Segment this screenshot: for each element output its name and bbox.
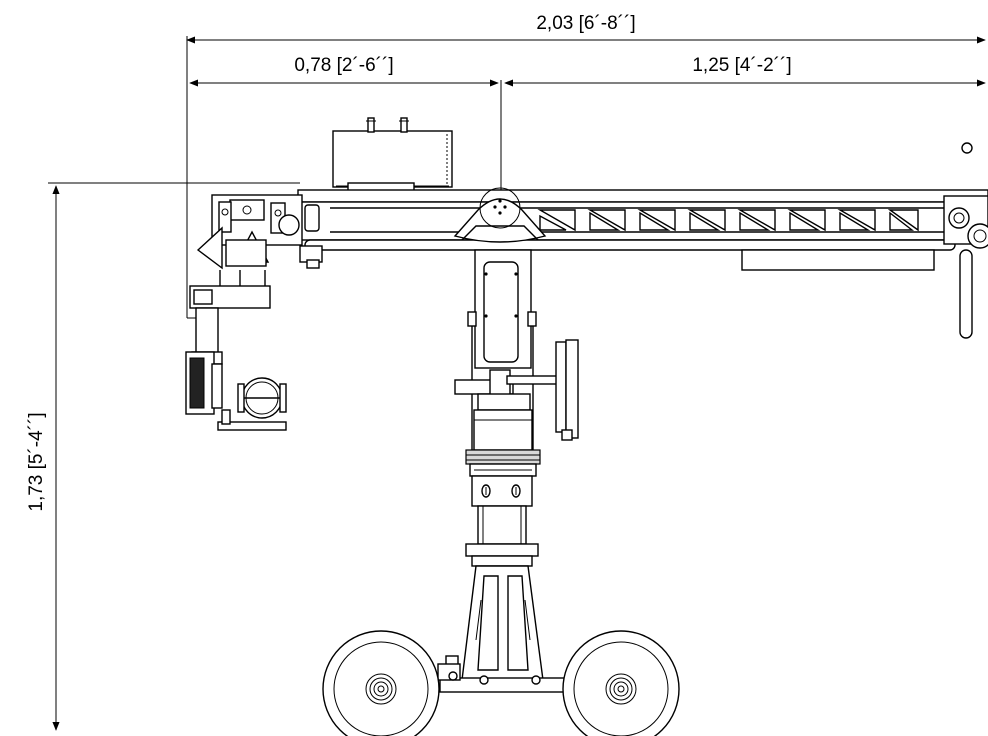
- dimension-total-width: 2,03 [6´-8´´]: [186, 13, 986, 44]
- dimension-height: 1,73 [5´-4´´]: [26, 182, 300, 731]
- boom-truss: [537, 209, 919, 232]
- crane-boom: [297, 189, 988, 271]
- wheel-left: [322, 630, 440, 736]
- wheel-right: [562, 630, 680, 736]
- dimension-front-section: 1,25 [4´-2´´]: [504, 55, 986, 87]
- dimension-front-section-label: 1,25 [4´-2´´]: [692, 55, 791, 76]
- boom-front-end: [943, 142, 988, 339]
- dimension-rear-section-label: 0,78 [2´-6´´]: [294, 55, 393, 76]
- dimension-rear-section: 0,78 [2´-6´´]: [189, 55, 499, 87]
- counterweight-box: [332, 117, 453, 192]
- pivot-head: [453, 187, 547, 243]
- rear-remote-head: [185, 194, 303, 431]
- extension-lines: [186, 36, 502, 319]
- dimension-total-width-label: 2,03 [6´-8´´]: [536, 13, 635, 34]
- dimension-height-label: 1,73 [5´-4´´]: [26, 412, 47, 511]
- dolly-base: [437, 655, 579, 693]
- crane-column: [454, 249, 579, 681]
